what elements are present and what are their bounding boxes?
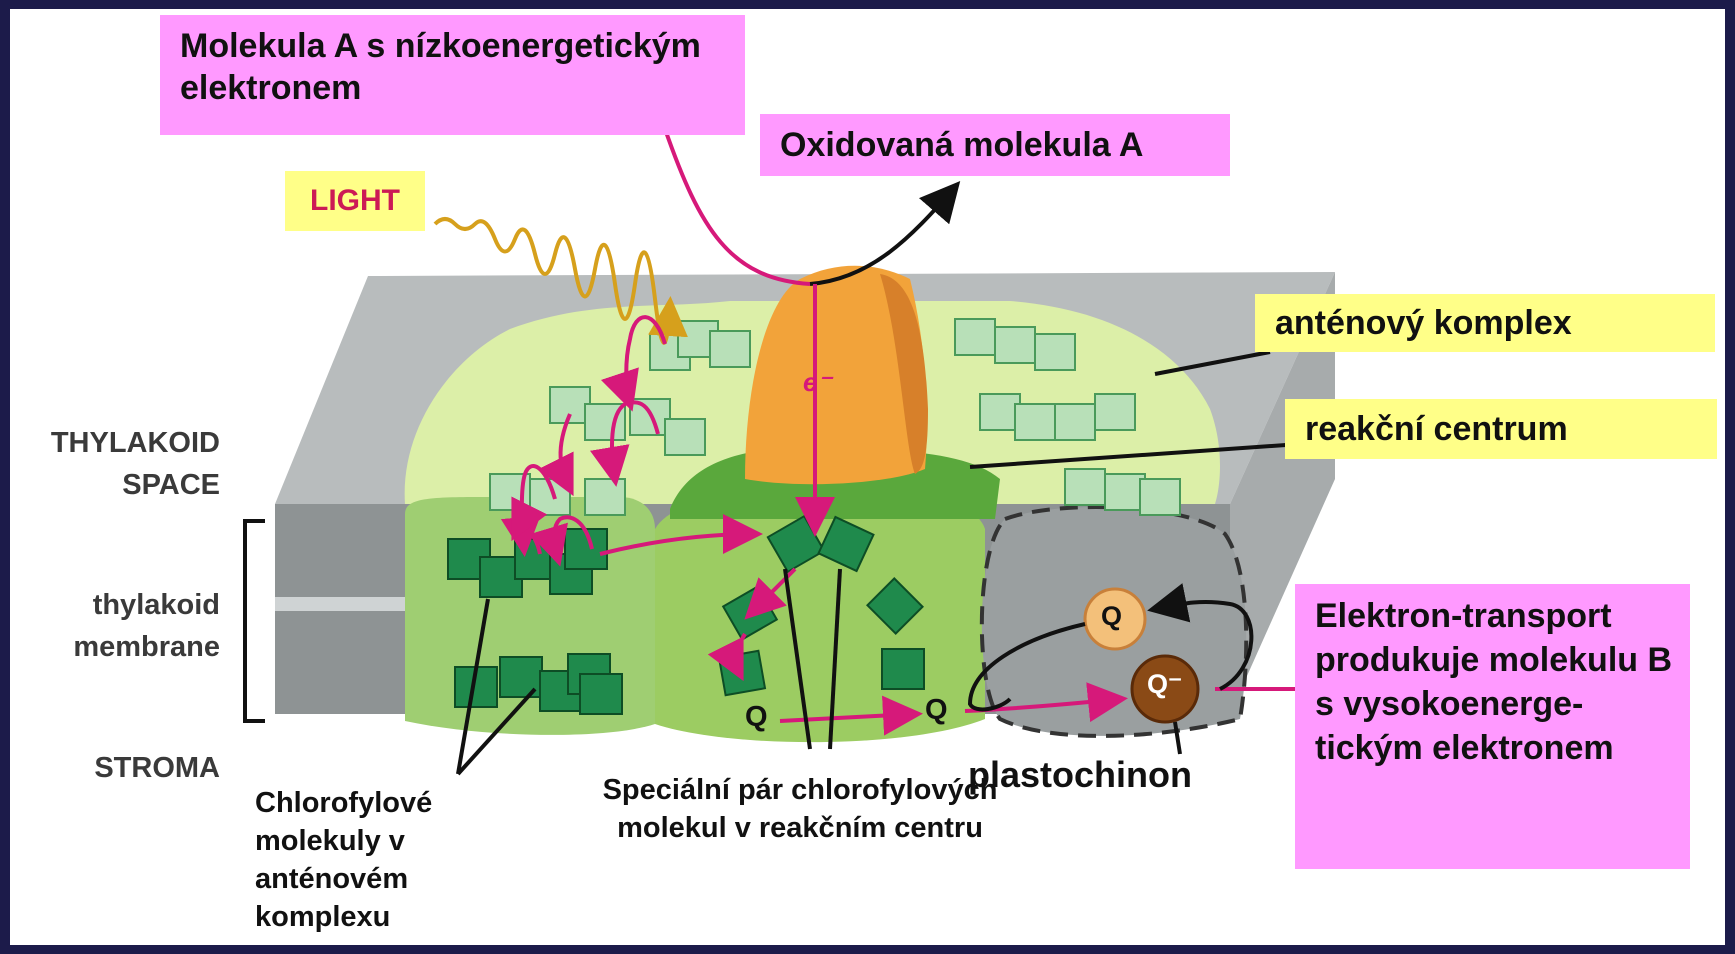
label-q-reduced: Q⁻ — [1147, 669, 1182, 700]
label-reaction-center: reakční centrum — [1285, 399, 1717, 459]
caption-special-pair: Speciální pár chlorofylových molekul v r… — [575, 771, 1025, 847]
slide: Molekula A s nízkoenergetickým elektrone… — [10, 9, 1725, 945]
label-electron: e⁻ — [803, 367, 831, 398]
label-thylakoid-membrane: thylakoid membrane — [20, 584, 220, 668]
label-electron-transport: Elektron-transport produkuje molekulu B … — [1295, 584, 1690, 869]
caption-chlorophyll-antenna: Chlorofylové molekuly v anténovém komple… — [255, 784, 485, 936]
label-thylakoid-space: THYLAKOID SPACE — [20, 422, 220, 506]
label-oxidized-a: Oxidovaná molekula A — [760, 114, 1230, 176]
membrane-bracket — [245, 521, 265, 721]
label-antenna-complex: anténový komplex — [1255, 294, 1715, 352]
label-q-right: Q — [925, 694, 948, 727]
label-q-oxidized: Q — [1101, 601, 1122, 632]
label-light: LIGHT — [285, 171, 425, 231]
label-molecule-a: Molekula A s nízkoenergetickým elektrone… — [160, 15, 745, 135]
label-stroma: STROMA — [20, 747, 220, 789]
label-q-reaction-center: Q — [745, 701, 768, 734]
label-plastoquinone: plastochinon — [968, 754, 1192, 796]
